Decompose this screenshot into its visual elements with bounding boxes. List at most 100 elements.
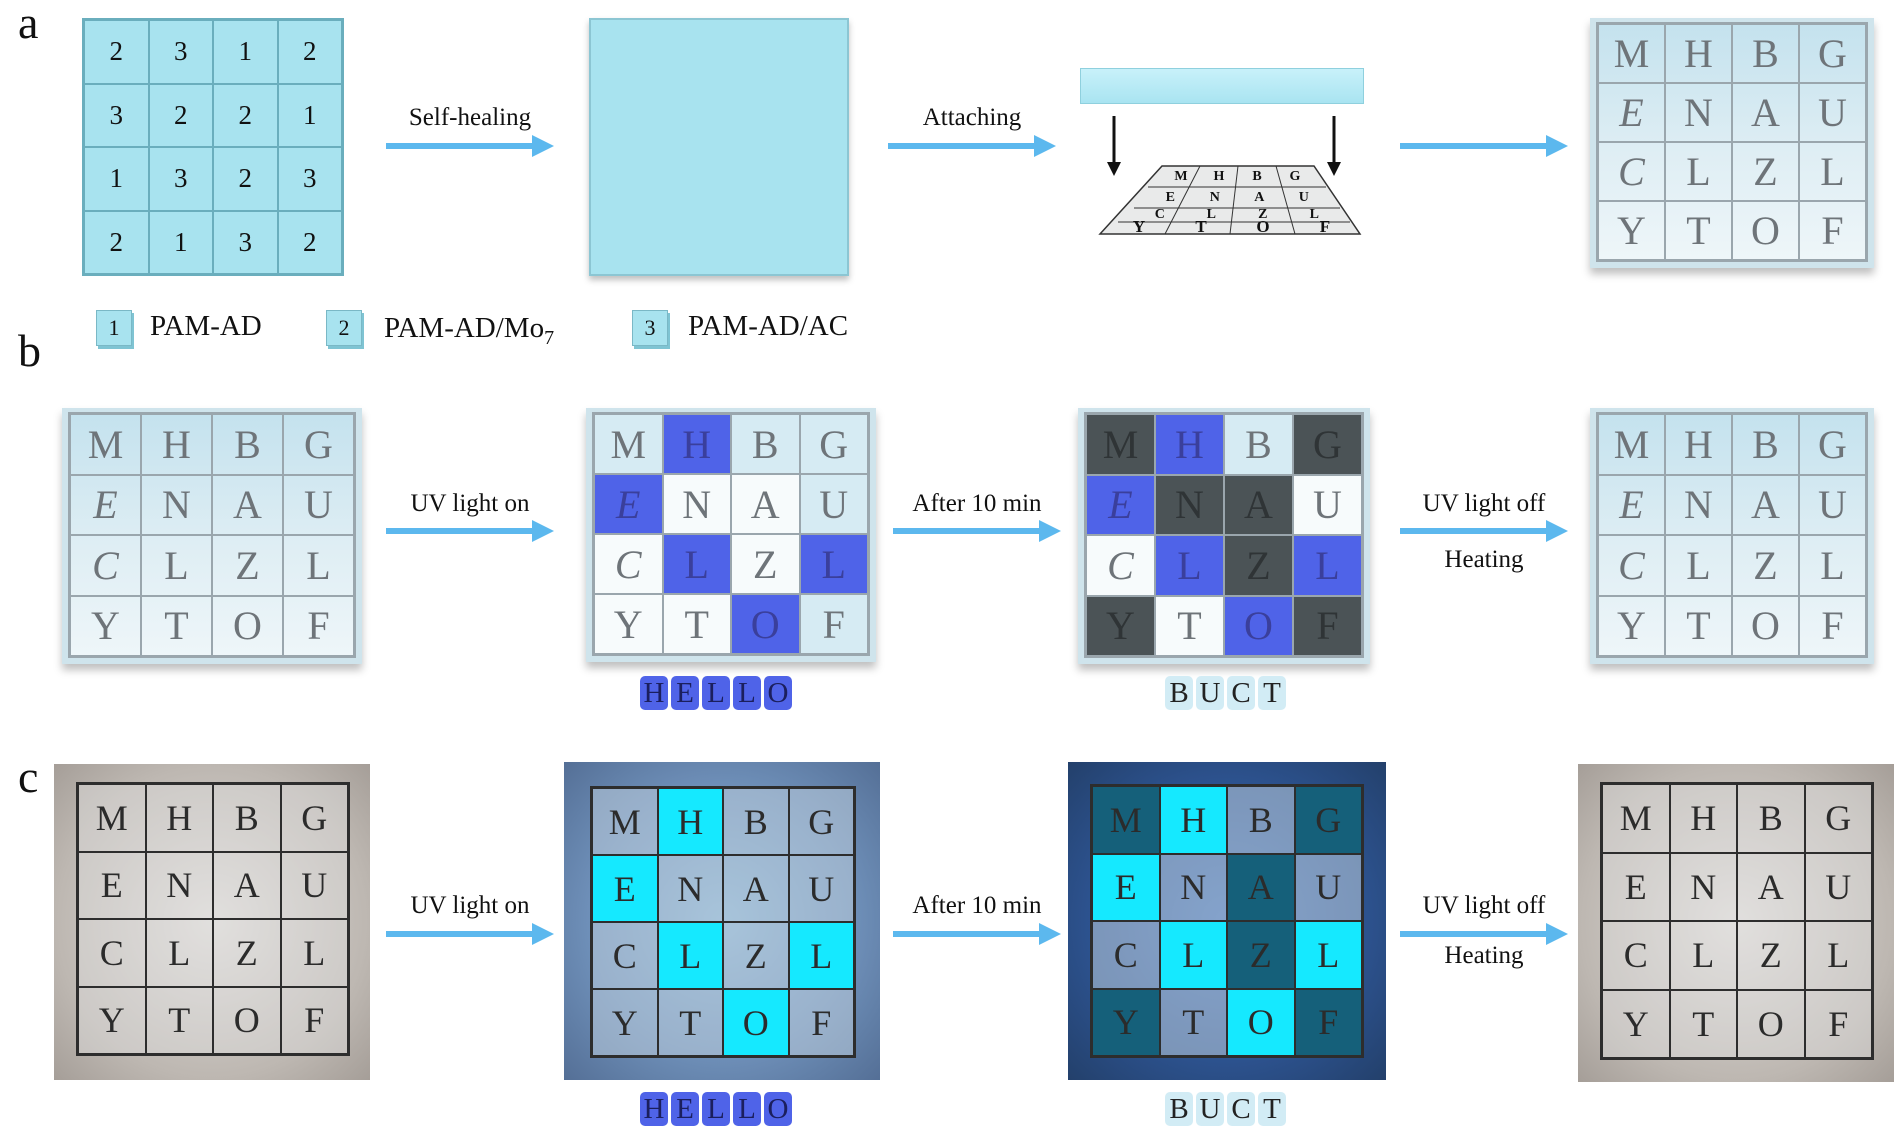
letter-cell: O bbox=[731, 594, 800, 654]
mini-letter: F bbox=[1319, 217, 1331, 236]
word-letter: T bbox=[1258, 1092, 1286, 1126]
number-cell: 3 bbox=[148, 147, 213, 211]
arrow-attaching bbox=[888, 118, 1056, 174]
photo-letter-cell: O bbox=[213, 986, 281, 1054]
letter-cell: M bbox=[1598, 414, 1665, 475]
photo-letter-cell: Z bbox=[213, 919, 281, 987]
photo-letter-cell: E bbox=[592, 855, 658, 922]
letter-cell: B bbox=[1732, 24, 1799, 83]
word-letter: L bbox=[702, 676, 730, 710]
letter-cell: N bbox=[1155, 474, 1224, 535]
letter-cell: Y bbox=[70, 595, 141, 656]
letter-cell: U bbox=[1799, 474, 1866, 535]
letter-cell: G bbox=[799, 414, 868, 474]
number-cell: 2 bbox=[213, 147, 278, 211]
letter-cell: Z bbox=[212, 535, 283, 596]
word-letter: O bbox=[764, 676, 792, 710]
letter-cell: U bbox=[283, 474, 354, 535]
label-after-10-c: After 10 min bbox=[912, 892, 1042, 919]
number-cell: 2 bbox=[84, 20, 149, 84]
letter-cell: T bbox=[141, 595, 212, 656]
letter-cell: T bbox=[1665, 201, 1732, 260]
photo-letter-cell: Z bbox=[723, 922, 789, 989]
word-letter: L bbox=[733, 676, 761, 710]
mini-letter: C bbox=[1154, 207, 1165, 222]
letter-cell: B bbox=[731, 414, 800, 474]
letter-cell: E bbox=[70, 474, 141, 535]
letter-cell: A bbox=[1224, 474, 1293, 535]
photo-letter-cell: Y bbox=[1092, 988, 1160, 1056]
number-cell: 2 bbox=[277, 20, 342, 84]
letter-cell: O bbox=[1224, 595, 1293, 656]
photo-letter-cell: G bbox=[1294, 786, 1362, 854]
letter-cell: A bbox=[212, 474, 283, 535]
photo-letter-cell: F bbox=[788, 989, 854, 1056]
photo-letter-cell: O bbox=[1227, 988, 1295, 1056]
letter-cell: Z bbox=[1732, 535, 1799, 596]
letter-cell: L bbox=[1799, 535, 1866, 596]
arrow-uv-off-b bbox=[1400, 503, 1568, 559]
photo-letter-cell: G bbox=[280, 784, 348, 852]
letter-cell: M bbox=[594, 414, 663, 474]
mini-letter: Z bbox=[1258, 207, 1268, 222]
arrow-after-10-b bbox=[893, 503, 1061, 559]
photo-letter-cell: M bbox=[78, 784, 146, 852]
label-uv-on-b: UV light on bbox=[410, 490, 530, 517]
panel-label-c: c bbox=[18, 751, 39, 802]
photo-letter-cell: C bbox=[592, 922, 658, 989]
photo-letter-cell: L bbox=[145, 919, 213, 987]
legend-label-3: PAM-AD/AC bbox=[688, 310, 849, 342]
word-letter: U bbox=[1196, 1092, 1224, 1126]
legend-label-2: PAM-AD/Mo7 bbox=[384, 312, 555, 349]
photo-letter-cell: H bbox=[145, 784, 213, 852]
label-uv-on-c: UV light on bbox=[410, 892, 530, 919]
letter-cell: B bbox=[212, 414, 283, 475]
panel-label-a: a bbox=[18, 0, 39, 48]
photo-letter-cell: H bbox=[1669, 784, 1737, 853]
mini-letter: A bbox=[1254, 190, 1265, 205]
letter-cell: G bbox=[1799, 24, 1866, 83]
photo-letter-cell: M bbox=[592, 788, 658, 855]
mini-letter: H bbox=[1213, 169, 1225, 184]
letter-cell: F bbox=[799, 594, 868, 654]
photo-letter-cell: F bbox=[1804, 989, 1872, 1058]
arrow-after-10-c bbox=[893, 906, 1061, 962]
photo-letter-cell: L bbox=[280, 919, 348, 987]
letter-cell: G bbox=[283, 414, 354, 475]
letter-cell: B bbox=[1732, 414, 1799, 475]
word-letter: H bbox=[640, 1092, 668, 1126]
number-cell: 2 bbox=[213, 83, 278, 147]
photo-letter-cell: Y bbox=[1602, 989, 1670, 1058]
letter-cell: L bbox=[1799, 142, 1866, 201]
word-letter: U bbox=[1196, 676, 1224, 710]
mini-letter: M bbox=[1174, 169, 1188, 184]
photo-letter-cell: M bbox=[1092, 786, 1160, 854]
legend-swatch-2: 2 bbox=[326, 310, 362, 346]
photo-letter-cell: L bbox=[788, 922, 854, 989]
mini-letter: L bbox=[1206, 207, 1216, 222]
number-cell: 2 bbox=[84, 210, 149, 274]
photo-letter-cell: G bbox=[788, 788, 854, 855]
mini-letter: E bbox=[1165, 190, 1175, 205]
label-attaching: Attaching bbox=[922, 104, 1022, 131]
label-self-healing: Self-healing bbox=[408, 104, 532, 131]
arrow-uv-off-c bbox=[1400, 906, 1568, 962]
gel-slab bbox=[1080, 68, 1364, 104]
letter-cell: H bbox=[1665, 414, 1732, 475]
letter-cell: F bbox=[283, 595, 354, 656]
photo-letter-cell: N bbox=[1669, 852, 1737, 921]
word-letter: B bbox=[1165, 676, 1193, 710]
photo-letter-cell: T bbox=[1159, 988, 1227, 1056]
mini-letter: U bbox=[1298, 190, 1309, 205]
letter-cell: H bbox=[141, 414, 212, 475]
photo-letter-cell: Z bbox=[1227, 921, 1295, 989]
letter-cell: H bbox=[1665, 24, 1732, 83]
photo-letter-cell: H bbox=[657, 788, 723, 855]
letter-cell: E bbox=[1598, 83, 1665, 142]
